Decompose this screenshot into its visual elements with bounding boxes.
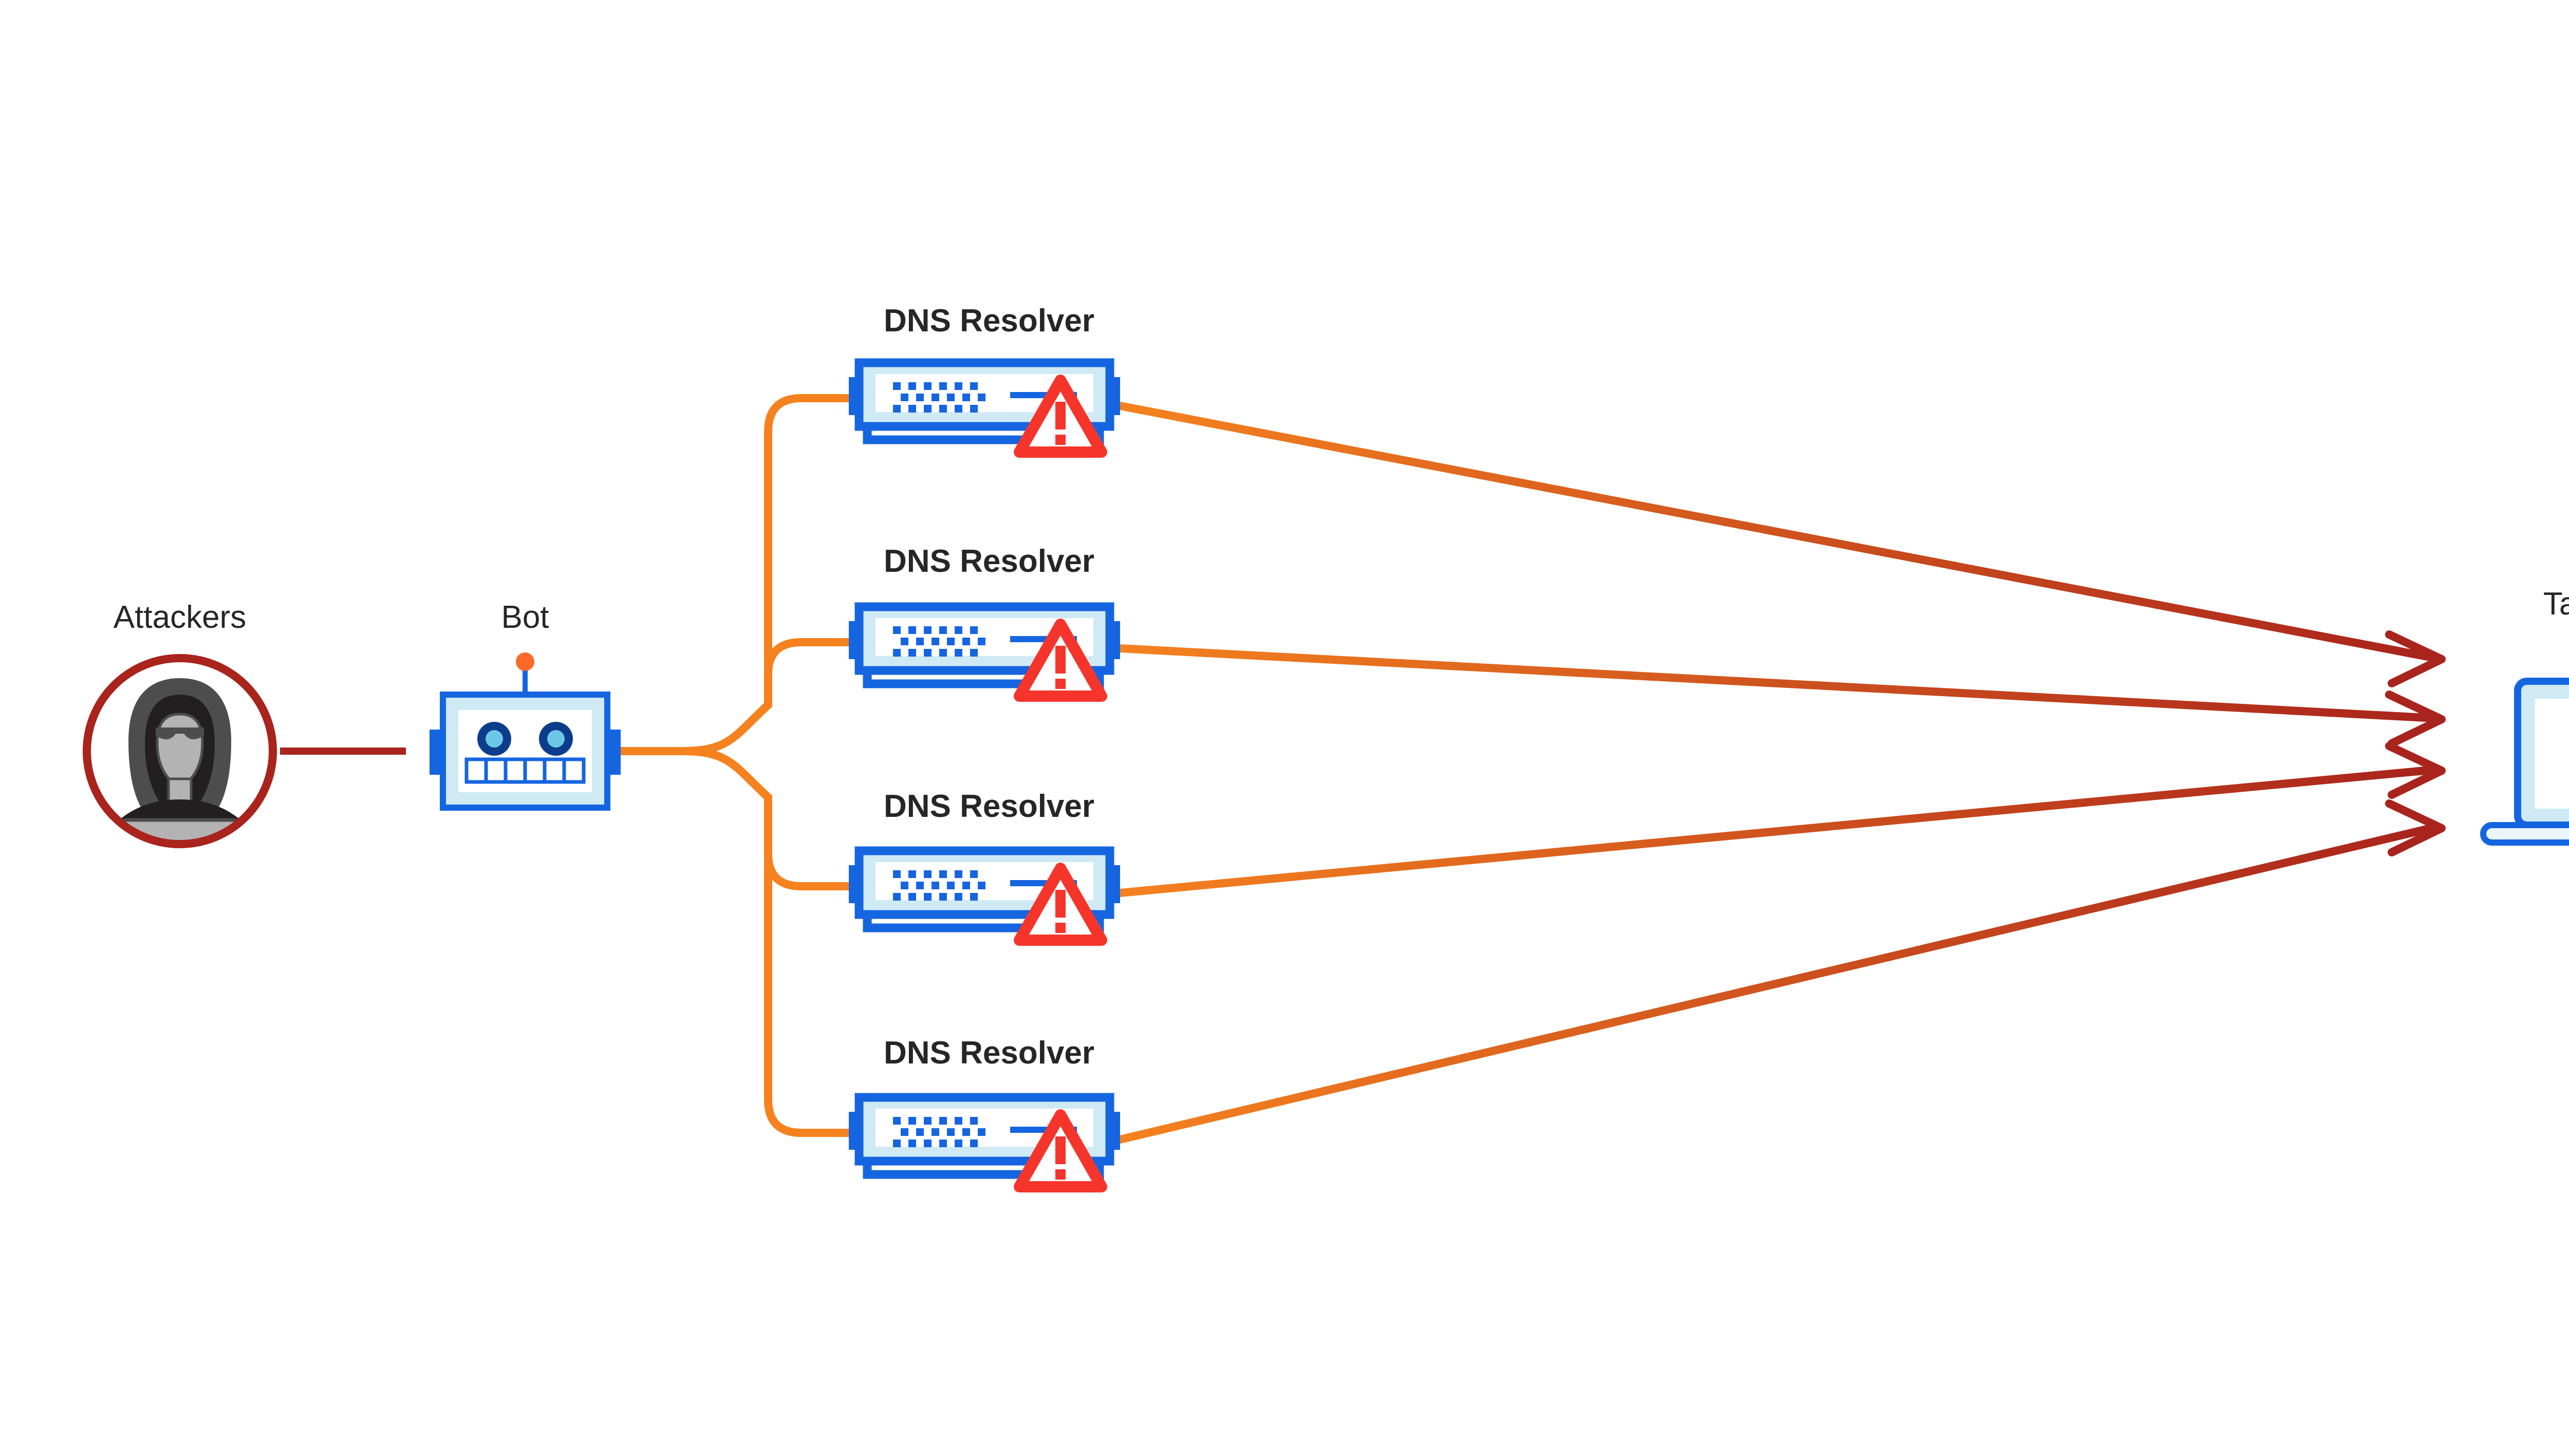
robot-mouth [464,757,586,784]
arrowhead-victim-3 [2385,742,2446,799]
node-dns-resolver-3[interactable]: DNS Resolver [849,789,1120,940]
link-resolver-1-to-victim [1116,402,2440,662]
arrowhead-victim-1 [2385,630,2446,687]
antenna-dot [516,652,534,671]
arrowhead-victim-2 [2385,690,2446,748]
node-dns-resolver-2[interactable]: DNS Resolver [849,544,1120,696]
attacker-ring [83,654,277,848]
network-switch-with-warning-icon [849,363,1120,452]
link-resolver-4-to-victim [1116,823,2440,1144]
bot-label: Bot [501,600,549,635]
link-branch-resolver-4 [679,747,853,1137]
laptop-with-user-avatar-icon [2480,678,2569,846]
attackers-label: Attackers [114,600,246,635]
node-targeted-victim[interactable]: Targeted Victim [2480,586,2569,846]
targeted-victim-label: Targeted Victim [2543,586,2569,622]
dns-resolver-3-label: DNS Resolver [884,789,1094,824]
dns-resolver-1-label: DNS Resolver [884,303,1094,339]
dns-resolver-2-label: DNS Resolver [884,544,1094,579]
network-switch-with-warning-icon [849,851,1120,940]
link-resolver-2-to-victim [1116,644,2440,722]
node-bot[interactable]: Bot [430,600,621,811]
network-switch-with-warning-icon [849,1097,1120,1187]
link-layer [280,394,2446,1144]
node-dns-resolver-1[interactable]: DNS Resolver [849,303,1120,452]
link-branch-resolver-2 [679,638,853,755]
robot-head-icon [430,652,621,811]
hooded-hacker-with-laptop-icon [83,654,277,848]
arrowhead-victim-4 [2385,799,2446,856]
network-switch-with-warning-icon [849,607,1120,696]
dns-resolver-4-label: DNS Resolver [884,1035,1094,1071]
node-attackers[interactable]: Attackers [82,600,277,871]
node-dns-resolver-4[interactable]: DNS Resolver [849,1035,1120,1187]
link-resolver-3-to-victim [1116,766,2440,897]
